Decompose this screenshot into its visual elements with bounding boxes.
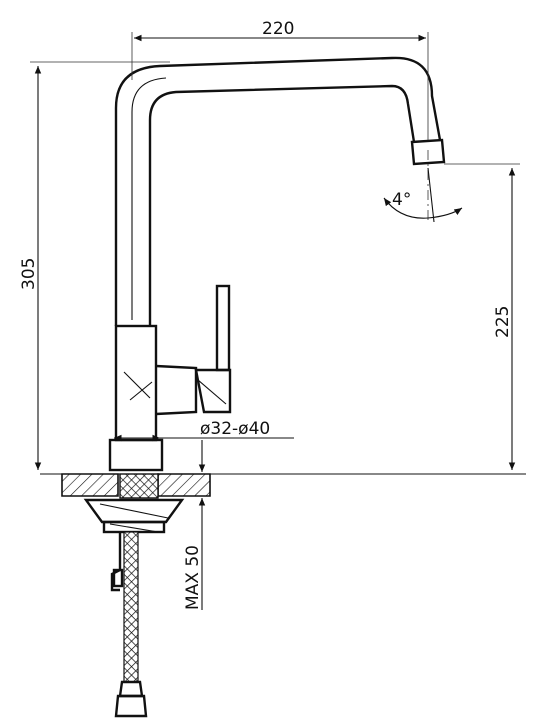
- angle-label: 4°: [392, 190, 411, 210]
- spout-height-dimension: 225: [444, 163, 520, 470]
- width-label: 220: [262, 19, 294, 39]
- max-thickness-dimension: MAX 50: [183, 440, 206, 610]
- mounting-hardware: [83, 473, 185, 534]
- hole-diameter-label: ø32-ø40: [200, 419, 270, 439]
- width-dimension: 220: [131, 19, 429, 140]
- spout-height-label: 225: [493, 306, 513, 338]
- spout: [114, 56, 446, 326]
- height-label: 305: [19, 258, 39, 290]
- faucet-body: [108, 324, 198, 472]
- hole-diameter-dimension: ø32-ø40: [114, 419, 294, 442]
- max-thickness-label: MAX 50: [183, 545, 203, 610]
- lever-handle: [194, 284, 232, 414]
- height-dimension: 305: [19, 61, 170, 470]
- angle-indicator: 4°: [383, 167, 463, 223]
- countertop: [40, 473, 526, 497]
- supply-hoses: [110, 531, 148, 718]
